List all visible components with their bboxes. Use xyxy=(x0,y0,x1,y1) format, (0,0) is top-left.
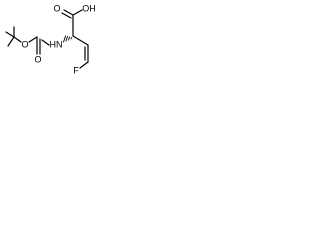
atom-label-acid-o: O xyxy=(53,3,60,13)
carbamate-group xyxy=(28,36,50,55)
atom-label-carbonyl-o: O xyxy=(34,54,41,64)
atom-label-ether-o: O xyxy=(21,39,28,49)
fluorovinyl-chain xyxy=(72,35,89,69)
hash-3 xyxy=(65,36,68,42)
bond-n-ccarb xyxy=(41,39,50,46)
hash-4 xyxy=(63,35,66,43)
atom-label-fluorine: F xyxy=(73,65,79,75)
bond-c1-oh xyxy=(72,9,83,16)
molecule-structure: O OH HN O O F xyxy=(5,3,96,75)
hash-2 xyxy=(68,36,70,41)
bond-o-cquat xyxy=(13,36,22,43)
atom-label-amide-n: HN xyxy=(50,39,63,49)
bond-c1-o-double-b xyxy=(61,12,72,19)
bond-cquat-me1 xyxy=(5,31,15,38)
hash-1 xyxy=(70,37,72,40)
atom-label-hydroxyl: OH xyxy=(82,3,96,13)
bond-calpha-c3 xyxy=(72,35,89,46)
bond-c4-f xyxy=(79,61,89,69)
tert-butyl-group xyxy=(5,26,22,47)
alpha-nh-hashed-bond xyxy=(63,35,72,43)
carboxyl-group xyxy=(61,9,83,37)
bond-ccarb-o-ether xyxy=(28,36,38,43)
bond-cquat-me3 xyxy=(7,36,15,47)
bond-c1-o-double-a xyxy=(63,9,74,16)
